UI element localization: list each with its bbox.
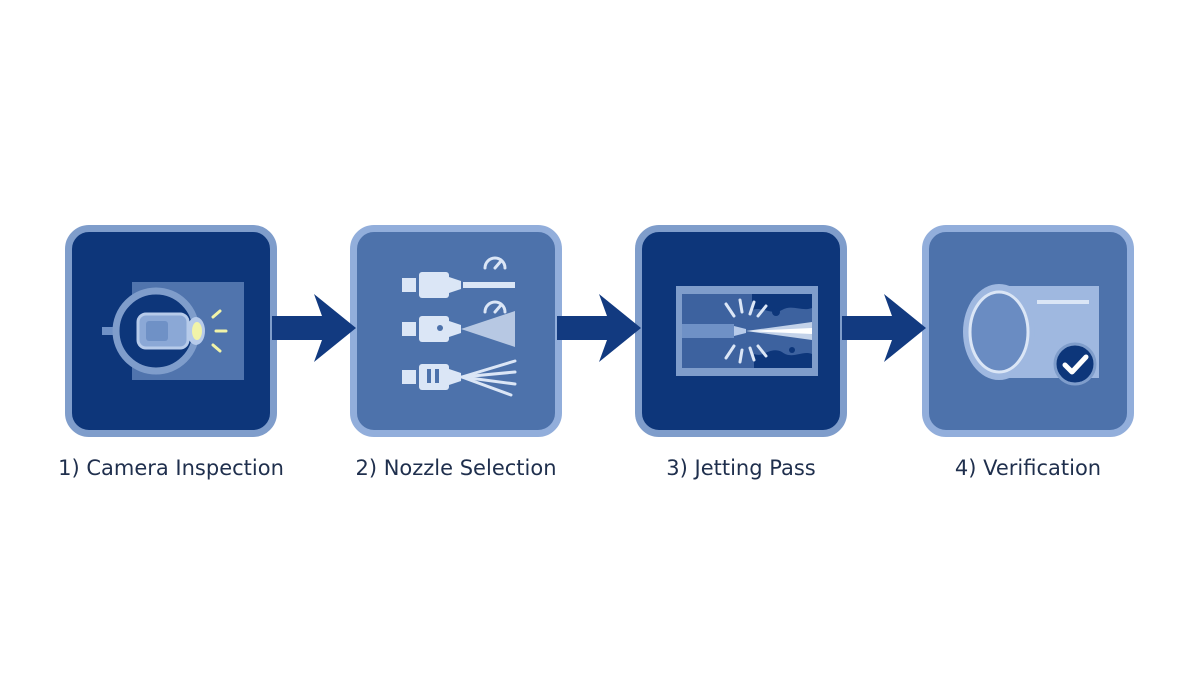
step-1-tile [65,225,277,437]
step-nozzle-selection [350,225,562,437]
arrow-1-to-2 [272,294,356,362]
step-2-label: 2) Nozzle Selection [355,456,557,480]
step-3-label: 3) Jetting Pass [666,456,816,480]
arrow-2-to-3 [557,294,641,362]
step-jetting-pass [635,225,847,437]
step-3-tile [635,225,847,437]
step-4-label: 4) Verification [954,456,1102,480]
step-camera-inspection [65,225,277,437]
step-verification [922,225,1134,437]
check-icon [1053,342,1097,386]
step-2-tile [350,225,562,437]
jetting-pass-icon [676,286,818,376]
verification-icon [963,284,1099,386]
arrow-3-to-4 [842,294,926,362]
step-4-tile [922,225,1134,437]
camera-inspection-icon [102,282,244,380]
step-1-label: 1) Camera Inspection [58,456,284,480]
nozzle-selection-icon [402,256,517,397]
